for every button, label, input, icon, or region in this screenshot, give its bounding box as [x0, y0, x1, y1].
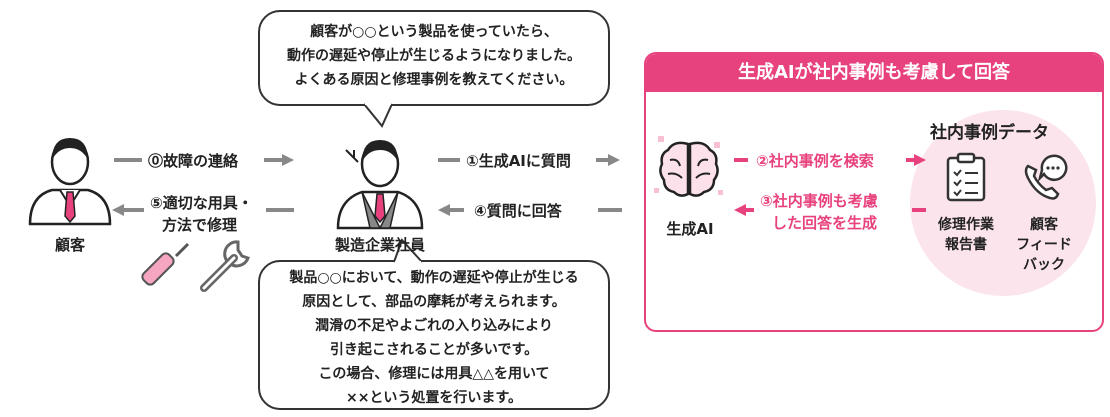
step3-label-line1: ③社内事例も考慮 — [760, 192, 878, 210]
report-icon — [946, 152, 986, 202]
answer-line-5: この場合、修理には用具△△を用いて — [318, 366, 550, 382]
answer-bubble: 製品○○において、動作の遅延や停止が生じる 原因として、部品の摩耗が考えられます… — [258, 260, 610, 410]
question-line-2: 動作の遅延や停止が生じるようになりました。 — [287, 48, 581, 64]
arrow-step1 — [438, 154, 620, 166]
answer-line-2: 原因として、部品の摩耗が考えられます。 — [302, 294, 566, 310]
answer-line-3: 潤滑の不足やよごれの入り込みにより — [315, 318, 553, 334]
arrow-step2 — [734, 154, 926, 166]
report-label-line2: 報告書 — [945, 237, 987, 253]
panel-title: 生成AIが社内事例も考慮して回答 — [646, 54, 1102, 92]
step4-label: ④質問に回答 — [474, 202, 562, 220]
step5-label-line2: 方法で修理 — [162, 216, 238, 234]
feedback-label-line3: バック — [1023, 257, 1065, 273]
report-label-line1: 修理作業 — [938, 217, 994, 233]
ai-label: 生成AI — [666, 220, 714, 238]
feedback-label-line1: 顧客 — [1030, 217, 1058, 233]
step5-label-line1: ⑤適切な用具・ — [150, 194, 253, 212]
answer-line-4: 引き起こされることが多いです。 — [329, 342, 539, 358]
question-bubble: 顧客が○○という製品を使っていたら、 動作の遅延や停止が生じるようになりました。… — [258, 10, 610, 106]
employee-icon — [336, 140, 424, 230]
answer-bubble-tail — [393, 238, 423, 265]
data-circle — [910, 110, 1096, 296]
question-line-3: よくある原因と修理事例を教えてください。 — [294, 72, 574, 88]
step1-label: ①生成AIに質問 — [466, 152, 571, 170]
answer-line-6: ××という処置を行います。 — [345, 390, 523, 406]
screwdriver-icon — [141, 242, 190, 286]
arrow-step0 — [114, 154, 294, 166]
customer-label: 顧客 — [54, 236, 85, 254]
step0-label: ⓪故障の連絡 — [148, 152, 239, 170]
answer-line-1: 製品○○において、動作の遅延や停止が生じる — [289, 270, 579, 286]
data-title: 社内事例データ — [930, 123, 1049, 143]
arrow-step5 — [112, 204, 294, 216]
thinking-mark-icon — [345, 149, 359, 163]
question-line-1: 顧客が○○という製品を使っていたら、 — [310, 24, 558, 40]
phone-feedback-icon — [1024, 154, 1068, 200]
arrow-step4 — [438, 204, 622, 216]
wrench-icon — [200, 240, 250, 292]
step3-label-line2: した回答を生成 — [772, 214, 878, 232]
feedback-label-line2: フィード — [1016, 237, 1072, 253]
question-bubble-tail — [363, 101, 393, 128]
employee-label: 製造企業社員 — [334, 236, 425, 254]
brain-icon — [654, 136, 723, 197]
step2-label: ②社内事例を検索 — [756, 152, 874, 170]
customer-icon — [28, 138, 112, 226]
arrow-step3 — [734, 204, 926, 216]
